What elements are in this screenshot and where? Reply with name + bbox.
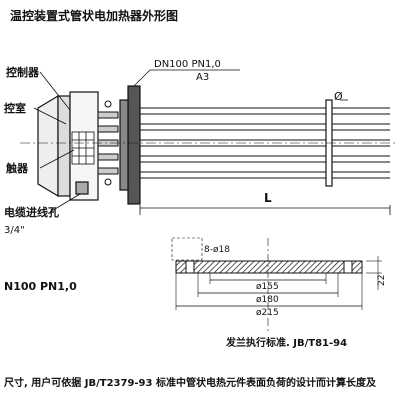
heater-assembly <box>20 69 395 215</box>
flange-plate <box>175 260 363 274</box>
flange-spec-leader <box>133 69 151 87</box>
contactor-label: 触器 <box>5 161 29 175</box>
thickness-label: 22 <box>377 275 387 286</box>
dim-155-label: ø155 <box>256 282 279 292</box>
terminal-block <box>71 131 95 165</box>
chamber-leader <box>33 107 67 125</box>
flange-neck <box>119 99 129 191</box>
cable-thread-label: 3/4" <box>4 225 25 236</box>
cable-gland <box>75 181 89 195</box>
controller-label: 控制器 <box>6 65 40 79</box>
bolt-hole-left <box>185 260 195 274</box>
flange-section <box>171 237 382 334</box>
material-label: A3 <box>196 72 209 83</box>
diagram-title: 温控装置式管状电加热器外形图 <box>10 8 178 23</box>
diameter-symbol: Ø <box>334 90 343 103</box>
flange-left-spec: N100 PN1,0 <box>4 280 77 293</box>
controller-leader <box>39 71 71 111</box>
bolt-hole-right <box>343 260 353 274</box>
control-box-side <box>37 94 59 198</box>
flange-standard-note: 发兰执行标准. JB/T81-94 <box>225 336 347 349</box>
chamber-label: 控室 <box>4 101 26 115</box>
hole-spec-label: 8-ø18 <box>204 245 230 255</box>
cable-leader <box>49 193 81 213</box>
dim-180-label: ø180 <box>256 295 279 305</box>
heater-flange <box>127 85 141 205</box>
heating-tubes <box>140 107 390 179</box>
control-box-front <box>57 95 71 197</box>
dim-215-label: ø215 <box>256 308 279 318</box>
length-label: L <box>264 191 272 205</box>
flange-spec-label: DN100 PN1,0 <box>154 59 221 70</box>
footer-note: 尺寸, 用户可依据 JB/T2379-93 标准中管状电热元件表面负荷的设计而计… <box>4 376 377 389</box>
cable-inlet-label: 电缆进线孔 <box>4 205 59 219</box>
contactor-leader <box>39 149 75 169</box>
